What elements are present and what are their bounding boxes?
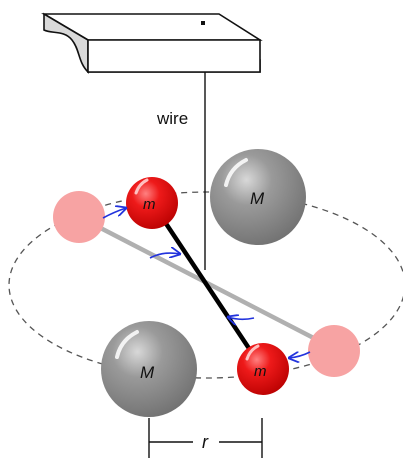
support-block bbox=[41, 12, 263, 74]
small-sphere-bottom: m bbox=[237, 343, 289, 395]
small-mass-label-bottom: m bbox=[254, 363, 267, 380]
small-mass-label-top: m bbox=[143, 196, 156, 213]
current-rod bbox=[150, 201, 265, 371]
large-sphere-top: M bbox=[210, 149, 306, 245]
support-front bbox=[87, 39, 261, 73]
distance-label: r bbox=[202, 432, 209, 452]
force-arrow-rod-lower bbox=[228, 317, 255, 319]
large-mass-label-top: M bbox=[250, 189, 265, 208]
ghost-small-sphere-right bbox=[308, 325, 360, 377]
distance-dimension: r bbox=[148, 418, 263, 458]
initial-rod bbox=[82, 217, 336, 351]
wire-label: wire bbox=[156, 109, 188, 128]
support-side-face bbox=[43, 12, 89, 74]
ghost-small-sphere-left bbox=[53, 191, 105, 243]
large-sphere-bottom: M bbox=[101, 321, 197, 417]
orbit-path bbox=[8, 191, 403, 379]
small-sphere-top: m bbox=[126, 177, 178, 229]
large-mass-label-bottom: M bbox=[140, 363, 155, 382]
force-arrow-top-left bbox=[102, 208, 126, 219]
force-arrow-bottom-right bbox=[289, 351, 311, 358]
force-arrow-rod-upper bbox=[149, 253, 180, 259]
wire-attachment-dot bbox=[201, 21, 205, 25]
